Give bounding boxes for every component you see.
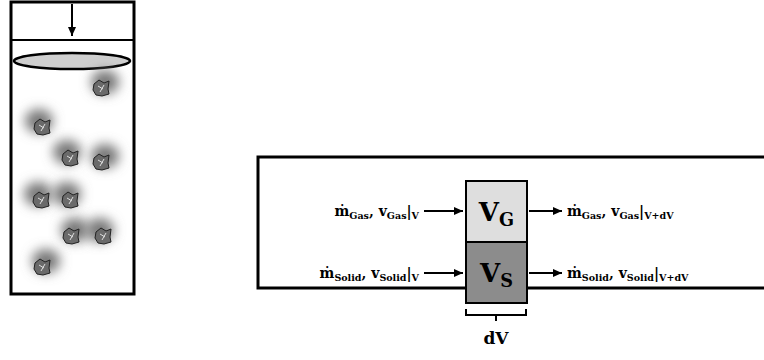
volume-box: VS [465,241,528,304]
volume-label: VG [479,199,514,225]
solid-particle [95,228,111,244]
particle-texture [39,124,45,131]
particle-texture [100,233,106,240]
particle-texture [98,85,104,92]
solid-particle [93,154,109,170]
solid-particle [93,80,109,96]
piston [14,53,130,69]
solid-particle [63,228,79,244]
particle-texture [38,197,44,204]
flow-arrow [424,272,463,274]
force-arrow [71,4,73,36]
cylinder-lid [11,39,134,41]
flow-label: ṁSolid, vSolid|V [320,265,419,282]
solid-particle [62,192,78,208]
flow-arrow [424,210,463,212]
dimension-label: dV [483,328,508,348]
particle-texture [67,155,73,162]
particle-texture [39,264,45,271]
flow-arrow [529,210,562,212]
particles [24,70,119,275]
particle-texture [68,233,74,240]
solid-particle [34,119,50,135]
particle-texture [67,197,73,204]
solid-particle [33,192,49,208]
volume-box: VG [465,180,528,243]
flow-arrow [529,272,562,274]
flow-label: ṁSolid, vSolid|V+dV [567,265,688,282]
dimension-bracket [466,309,526,321]
flow-label: ṁGas, vGas|V [334,203,419,220]
volume-label: VS [480,260,513,286]
flow-label: ṁGas, vGas|V+dV [567,203,674,220]
particle-texture [98,159,104,166]
cylinder [11,2,134,294]
solid-particle [62,150,78,166]
solid-particle [34,259,50,275]
